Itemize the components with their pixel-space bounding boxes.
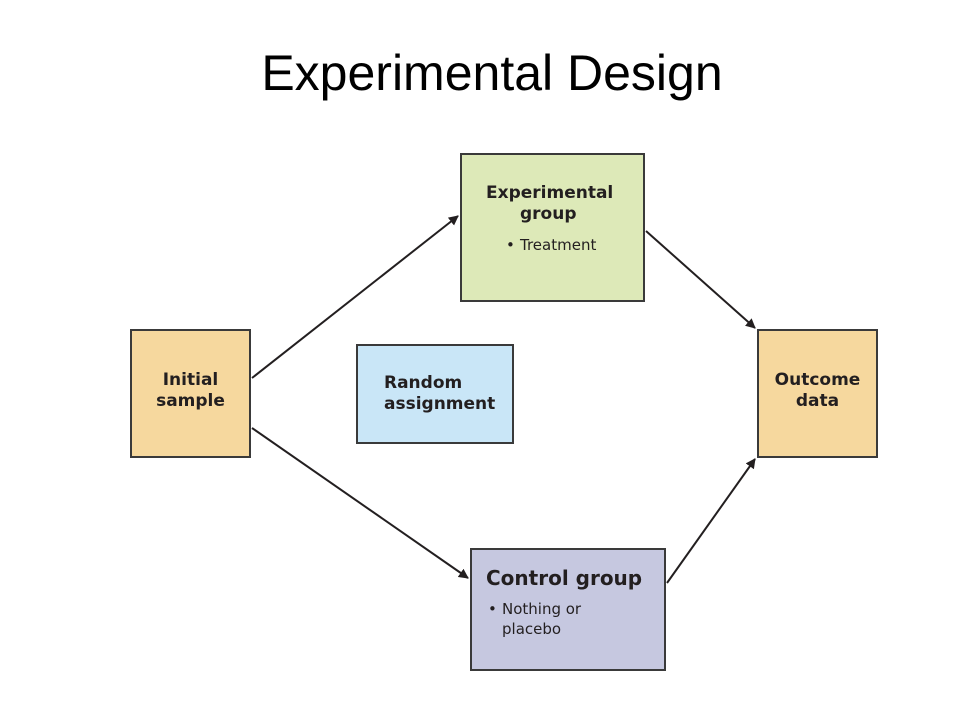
arrow-initial-to-control — [251, 427, 469, 579]
random-assignment-title-line1: Random — [384, 373, 463, 393]
initial-sample-title: Initial sample — [132, 331, 249, 411]
experimental-group-title: Experimental group — [462, 155, 643, 224]
arrow-experimental-to-outcome — [645, 230, 756, 329]
outcome-data-box: Outcome data — [757, 329, 878, 458]
control-group-bullet-line1: Nothing or — [502, 600, 582, 619]
slide-title: Experimental Design — [261, 45, 723, 101]
bullet-marker: • — [488, 600, 497, 619]
initial-sample-title-line1: Initial — [162, 370, 219, 390]
experimental-group-bullet: • Treatment — [462, 236, 643, 256]
arrow-initial-to-experimental — [251, 215, 459, 379]
outcome-data-title-line2: data — [795, 390, 840, 411]
experimental-group-bullet-text: Treatment — [520, 236, 597, 255]
bullet-marker: • — [506, 236, 515, 255]
control-group-bullet: • Nothing or placebo — [472, 600, 664, 639]
arrow-control-to-outcome — [666, 458, 756, 584]
experimental-group-title-line2: group — [520, 203, 577, 224]
control-group-bullet-line2: placebo — [502, 619, 562, 638]
initial-sample-title-line2: sample — [156, 390, 225, 411]
random-assignment-title-line2: assignment — [384, 393, 496, 414]
experimental-group-title-line1: Experimental — [486, 183, 614, 203]
outcome-data-title: Outcome data — [759, 331, 876, 411]
initial-sample-box: Initial sample — [130, 329, 251, 458]
control-group-bullet-text: Nothing or placebo — [502, 600, 581, 639]
random-assignment-box: Random assignment — [356, 344, 514, 444]
control-group-title: Control group — [486, 566, 643, 590]
random-assignment-title: Random assignment — [358, 346, 512, 414]
outcome-data-title-line1: Outcome — [774, 370, 861, 390]
control-group-box: Control group • Nothing or placebo — [470, 548, 666, 671]
experimental-group-box: Experimental group • Treatment — [460, 153, 645, 302]
